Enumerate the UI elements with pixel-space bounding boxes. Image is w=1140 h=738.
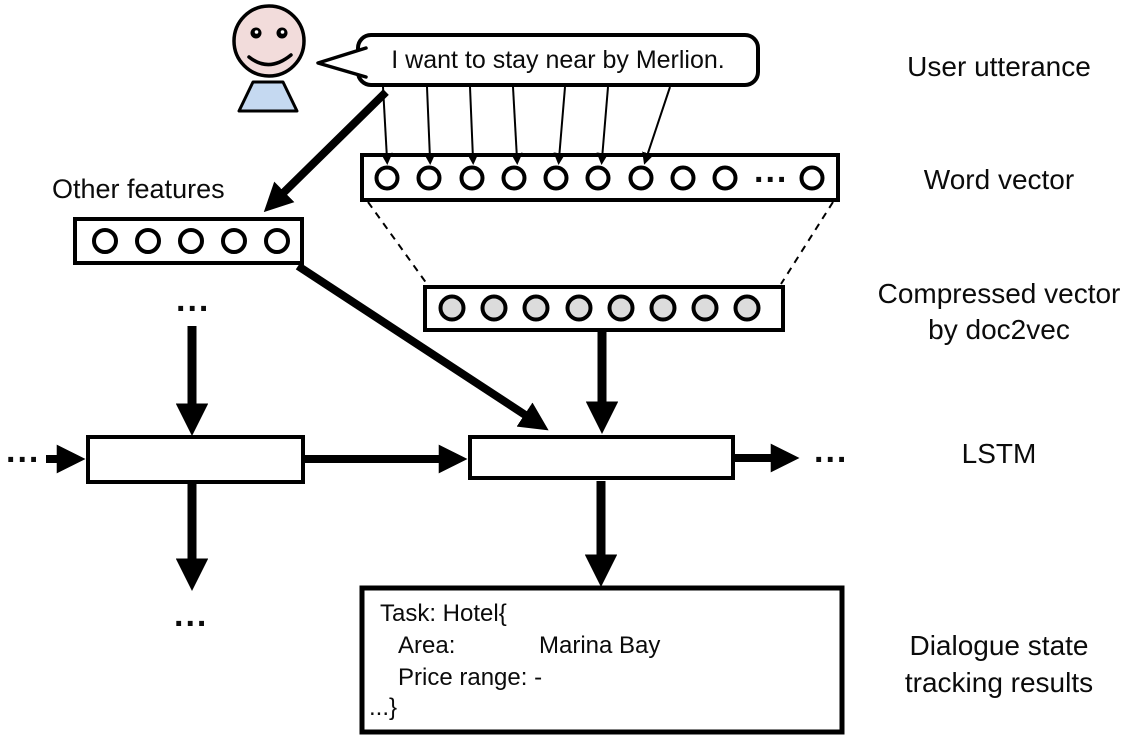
speech-bubble-text: I want to stay near by Merlion. [391,45,725,74]
speech-bubble [316,33,760,87]
feature-cell [264,228,290,254]
word-vector-cell [585,165,611,191]
label-compressed-vector: Compressed vector by doc2vec [858,276,1140,348]
ellipsis-lstm-input: ... [6,432,41,470]
results-area-value: Marina Bay [539,632,661,659]
feature-cell [92,228,118,254]
funnel-dashed-line [367,201,428,285]
label-dialogue-state-line1: Dialogue state [909,630,1089,661]
ellipsis-below-left-cell: ... [174,596,209,634]
label-compressed-vector-line1: Compressed vector [877,278,1121,309]
word-token-arrows [380,86,671,165]
other-features-label: Other features [52,174,225,204]
features-to-lstm-arrow [295,262,549,431]
ellipsis-below-other-features: ... [176,281,211,319]
feature-cell [135,228,161,254]
compressed-vector-box [423,285,785,332]
label-compressed-vector-line2: by doc2vec [928,314,1070,345]
results-price-line: Price range: - [398,664,543,691]
results-box [359,585,845,735]
word-token-arrow [510,86,523,165]
compressed-cell [480,294,508,322]
word-token-arrow [553,86,566,165]
utterance-to-features-arrow [263,89,389,213]
compressed-cell [438,294,466,322]
word-token-arrow [596,86,609,165]
user-avatar-icon [232,4,306,113]
lstm-cell-right [468,435,735,480]
compressed-cell [733,294,761,322]
compressed-cell [649,294,677,322]
results-task-line: Task: Hotel{ [380,600,507,627]
label-lstm: LSTM [961,438,1037,469]
label-word-vector: Word vector [923,164,1075,195]
word-vector-cell [670,165,696,191]
compressed-cell [522,294,550,322]
label-user-utterance: User utterance [907,51,1091,82]
feature-cell [178,228,204,254]
label-dialogue-state-line2: tracking results [904,667,1094,698]
word-token-arrow [466,86,479,165]
word-vector-cell [459,165,485,191]
word-token-arrow [423,86,436,165]
word-vector-cell [416,165,442,191]
compressed-cell [691,294,719,322]
results-closing-line: ...} [369,694,398,721]
ellipsis-lstm-output: ... [814,432,849,470]
avatar-eye-highlight [280,30,285,34]
avatar-body [237,80,299,113]
word-vector-ellipsis: ... [754,152,789,190]
doc2vec-funnel-lines [367,201,834,285]
word-vector-cell [799,165,825,191]
word-vector-cell [628,165,654,191]
avatar-eye-highlight [254,30,259,34]
word-token-arrow [642,86,671,165]
word-vector-box [360,153,840,202]
feature-cell [221,228,247,254]
compressed-cell [607,294,635,322]
avatar-smile [247,53,293,67]
speech-bubble-tail [316,46,368,79]
lstm-cell-left [86,435,305,484]
results-area-label: Area: [398,632,456,659]
other-features-box [73,217,304,265]
word-vector-cell [374,165,400,191]
label-dialogue-state: Dialogue state tracking results [858,627,1140,701]
word-vector-cell [501,165,527,191]
word-vector-cell [712,165,738,191]
word-vector-cell [543,165,569,191]
compressed-cell [565,294,593,322]
funnel-dashed-line [780,201,834,285]
